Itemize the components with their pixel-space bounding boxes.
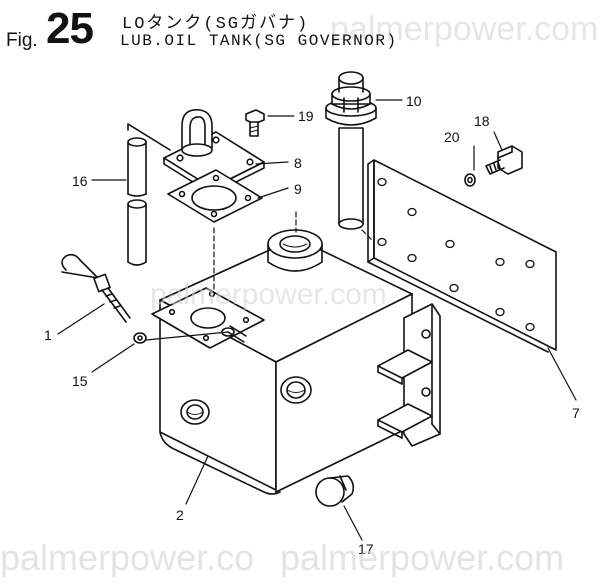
pipe-segment <box>127 123 171 266</box>
mounting-plate <box>367 159 557 353</box>
tank-bracket <box>377 303 441 447</box>
watermark-bottom-right: palmerpower.com <box>280 537 565 578</box>
watermark-bottom-left: palmerpower.co <box>0 537 255 578</box>
callout-20: 20 <box>444 129 460 145</box>
callout-17: 17 <box>358 541 374 557</box>
callout-10: 10 <box>406 93 422 109</box>
callout-1: 1 <box>44 327 52 343</box>
callout-15: 15 <box>72 373 88 389</box>
bolt-18 <box>485 145 523 175</box>
title-japanese: LOタンク(SGガバナ) <box>122 15 310 34</box>
watermark-middle: palmerpower.com <box>150 278 387 311</box>
gasket <box>167 169 263 223</box>
callout-16: 16 <box>72 173 88 189</box>
watermark-top: palmerpower.com <box>330 10 599 48</box>
callout-8: 8 <box>294 155 302 171</box>
callout-9: 9 <box>294 181 302 197</box>
bolt-19 <box>245 109 265 137</box>
callout-19: 19 <box>298 108 314 124</box>
figure-label: Fig. <box>6 30 38 51</box>
dipstick <box>61 253 131 323</box>
callout-2: 2 <box>176 507 184 523</box>
callout-7: 7 <box>572 405 580 421</box>
tank-body <box>159 229 413 495</box>
filler-breather-cap <box>325 71 377 230</box>
callout-18: 18 <box>474 113 490 129</box>
drain-plug <box>315 475 355 507</box>
figure-number: 25 <box>46 4 94 53</box>
washer-15 <box>133 332 147 344</box>
washer-20 <box>464 173 476 187</box>
title-english: LUB.OIL TANK(SG GOVERNOR) <box>120 32 398 50</box>
leader-lines <box>57 99 577 541</box>
